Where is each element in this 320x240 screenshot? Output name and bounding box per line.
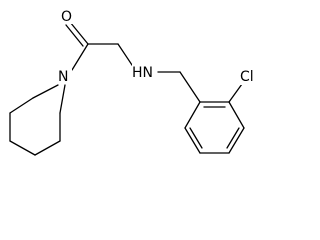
bond-ar5-ar6-inner (189, 127, 203, 149)
oxygen-label: O (61, 9, 72, 25)
bond-carbonyl-o-b (65, 24, 84, 47)
chlorine-label: Cl (240, 69, 254, 85)
bond-carbonyl-o-a (69, 21, 89, 45)
bond-ar5-ar6 (184, 127, 201, 154)
bond-n1-carbonyl (71, 43, 89, 71)
piperidine-ring (9, 84, 66, 156)
bond-ar2-ar3 (228, 101, 245, 129)
bond-ar3-ar4 (228, 127, 245, 154)
bond-ar3-ar4-inner (226, 127, 240, 149)
atom-labels: O N HN Cl (57, 8, 260, 85)
hn-label-bg (132, 64, 157, 80)
o-label-bg (59, 8, 73, 24)
cl-label-bg (240, 68, 260, 85)
bond-n1-c1 (32, 84, 59, 99)
bond-c6-n1 (59, 84, 66, 114)
bond-c1-c2 (9, 97, 34, 114)
bond-ar6-ar1 (184, 101, 201, 129)
piperidine-nitrogen-label: N (58, 69, 68, 85)
amide-chain (65, 21, 201, 103)
amine-label: HN (132, 65, 153, 81)
bond-ar2-cl (228, 83, 243, 103)
structure-diagram: O N HN Cl (9, 8, 260, 156)
bond-c4-c5 (34, 140, 61, 156)
bond-benzyl-ring (179, 71, 201, 103)
chlorobenzene-ring (184, 83, 245, 154)
n-label-bg (57, 68, 72, 84)
bond-c3-c4 (9, 140, 36, 156)
bond-ch2-nh (117, 43, 135, 69)
